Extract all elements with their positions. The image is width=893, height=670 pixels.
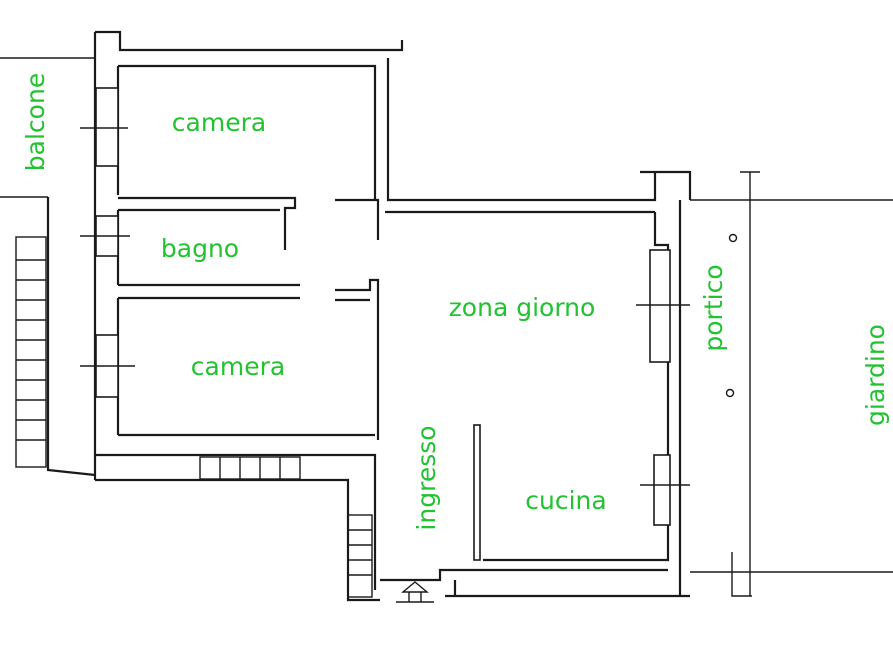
- window-camera-bottom: [80, 334, 135, 398]
- portico-area: [690, 171, 893, 597]
- entrance-arrow-icon: [396, 581, 434, 603]
- label-camera-bottom: camera: [191, 352, 285, 381]
- bottom-bench: [199, 456, 301, 480]
- window-camera-top: [80, 87, 128, 167]
- window-bagno: [80, 215, 130, 257]
- label-giardino: giardino: [861, 324, 890, 426]
- balcony-area: [0, 57, 96, 477]
- label-cucina: cucina: [525, 486, 606, 515]
- living-wing-walls: [380, 170, 692, 598]
- column-icon: [728, 233, 738, 243]
- label-zona-giorno: zona giorno: [449, 293, 596, 322]
- label-portico: portico: [699, 264, 728, 351]
- label-camera-top: camera: [172, 108, 266, 137]
- column-icon: [725, 388, 735, 398]
- window-cucina: [640, 454, 690, 526]
- balcony-stairs: [15, 236, 47, 468]
- label-bagno: bagno: [161, 234, 239, 263]
- label-ingresso: ingresso: [412, 425, 441, 530]
- label-balcone: balcone: [21, 73, 50, 171]
- entry-stairs: [347, 514, 373, 598]
- window-zona-giorno: [636, 249, 690, 363]
